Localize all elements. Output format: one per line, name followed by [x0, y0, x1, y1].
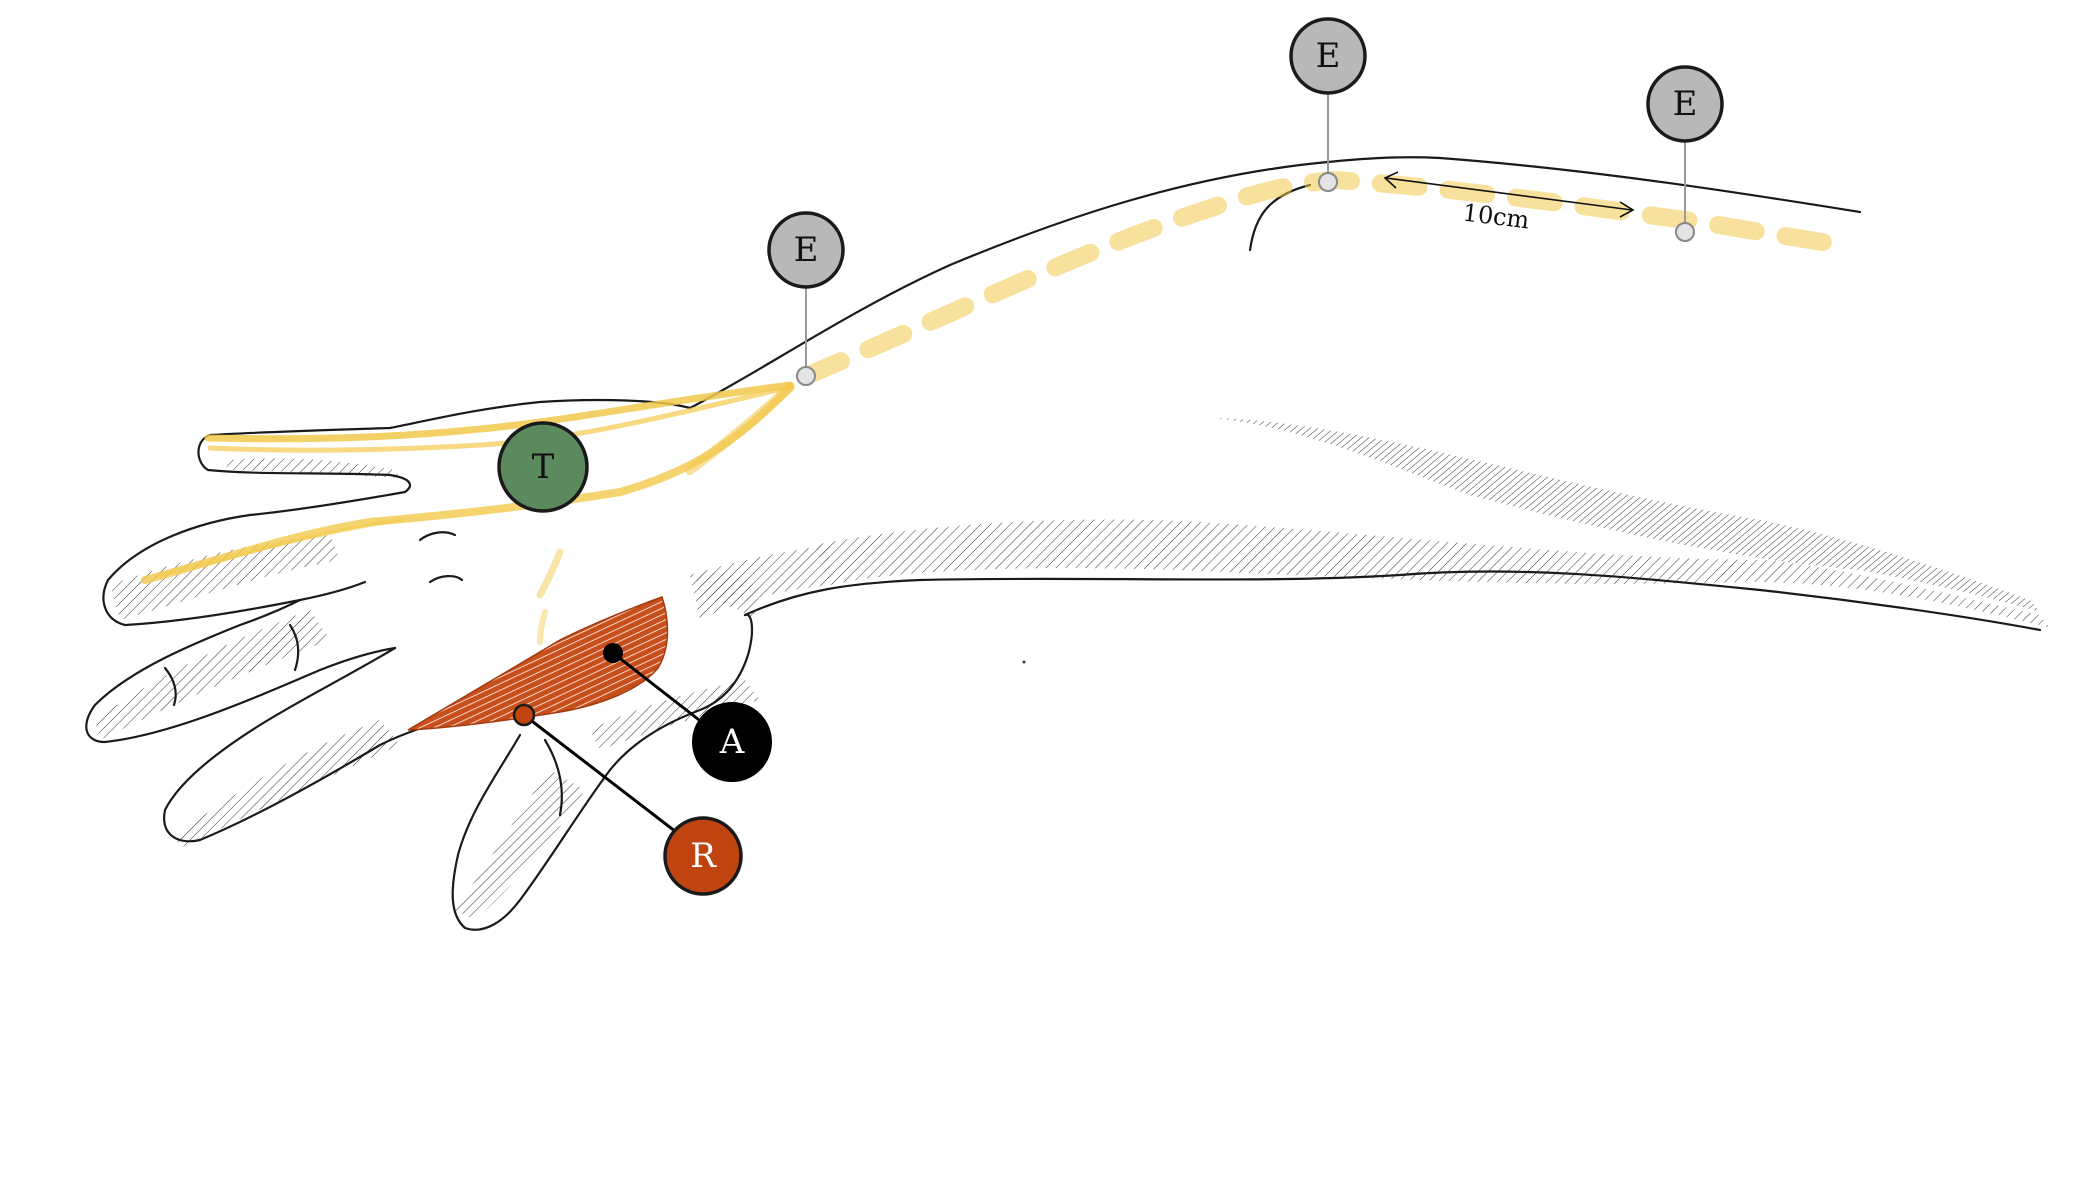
- forearm-shading: [690, 418, 2050, 628]
- electrode-label-2: E: [1316, 36, 1341, 76]
- hand-shading: [95, 458, 760, 920]
- anode-marker: A: [603, 643, 772, 782]
- electrode-marker-1: E: [767, 211, 845, 289]
- reference-marker: R: [512, 703, 743, 896]
- hand-outline: [85, 398, 754, 931]
- electrode-marker-2: E: [1289, 17, 1367, 95]
- anode-label: A: [719, 722, 745, 762]
- speck: [1022, 660, 1026, 664]
- target-marker: T: [497, 421, 589, 513]
- electrode-pins: [796, 82, 1695, 386]
- target-label: T: [532, 447, 555, 487]
- electrode-marker-3: E: [1646, 65, 1724, 143]
- electrode-label-3: E: [1673, 84, 1698, 124]
- arm-outline: [688, 156, 2042, 632]
- reference-label: R: [690, 836, 717, 876]
- electrode-label-1: E: [794, 230, 819, 270]
